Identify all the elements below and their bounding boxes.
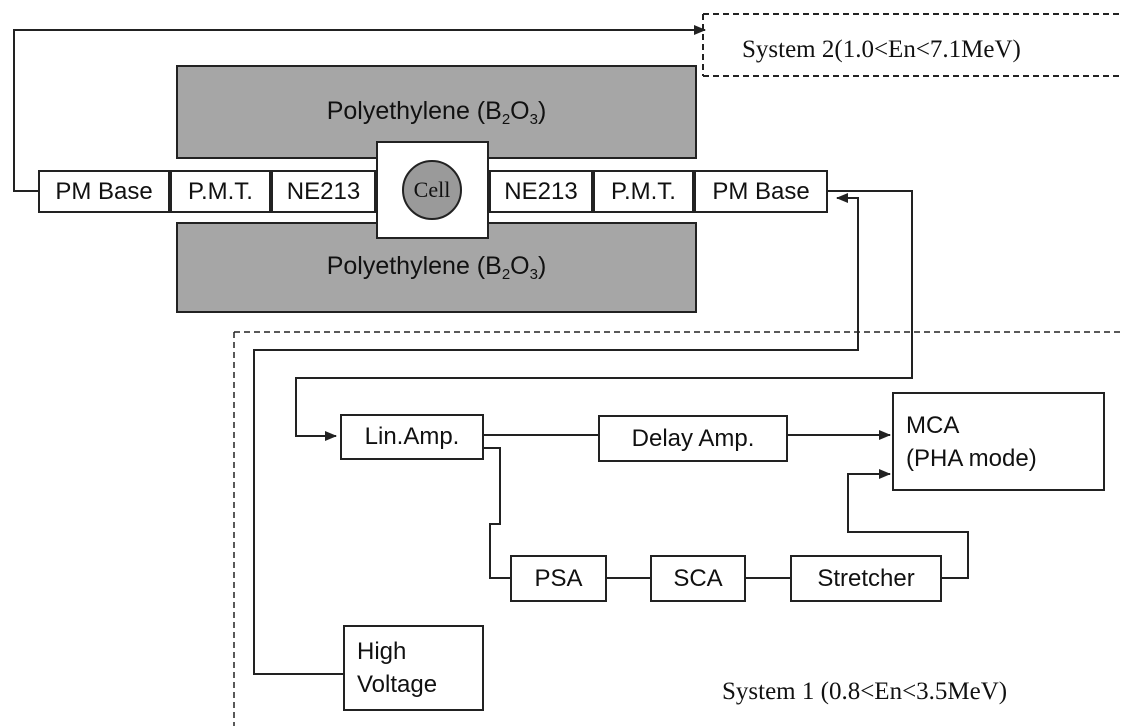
wire-pm-base-to-lin-amp	[295, 190, 913, 441]
wire-left-pm-to-system2	[13, 25, 706, 192]
right-pmt: P.M.T.	[593, 170, 694, 213]
stretcher-box: Stretcher	[790, 555, 942, 602]
high-voltage-box: High Voltage	[343, 625, 484, 711]
right-ne213: NE213	[489, 170, 593, 213]
shield-bottom-label: Polyethylene (B2O3)	[326, 252, 547, 283]
left-pm-base: PM Base	[38, 170, 170, 213]
wire-high-voltage-to-pm-base	[253, 193, 859, 675]
shield-top-label: Polyethylene (B2O3)	[326, 96, 547, 128]
left-ne213: NE213	[271, 170, 376, 213]
cell-sample: Cell	[402, 160, 462, 220]
high-voltage-label-2: Voltage	[357, 671, 438, 698]
system1-boundary	[233, 331, 1123, 726]
mca-label: MCA	[906, 411, 960, 439]
system2-label: System 2(1.0<En<7.1MeV)	[742, 36, 1021, 63]
mca-mode-label: (PHA mode)	[906, 444, 1037, 472]
lin-amp-box: Lin.Amp.	[340, 414, 484, 460]
mca-box: MCA (PHA mode)	[892, 392, 1105, 491]
wire-lin-amp-to-psa	[484, 447, 510, 579]
delay-amp-box: Delay Amp.	[598, 415, 788, 462]
left-pmt: P.M.T.	[170, 170, 271, 213]
high-voltage-label-1: High	[357, 638, 407, 665]
psa-box: PSA	[510, 555, 607, 602]
system1-label: System 1 (0.8<En<3.5MeV)	[722, 678, 1008, 705]
right-pm-base: PM Base	[694, 170, 828, 213]
system2-boundary	[702, 13, 1123, 77]
sca-box: SCA	[650, 555, 746, 602]
wire-stretcher-to-mca	[847, 469, 969, 579]
